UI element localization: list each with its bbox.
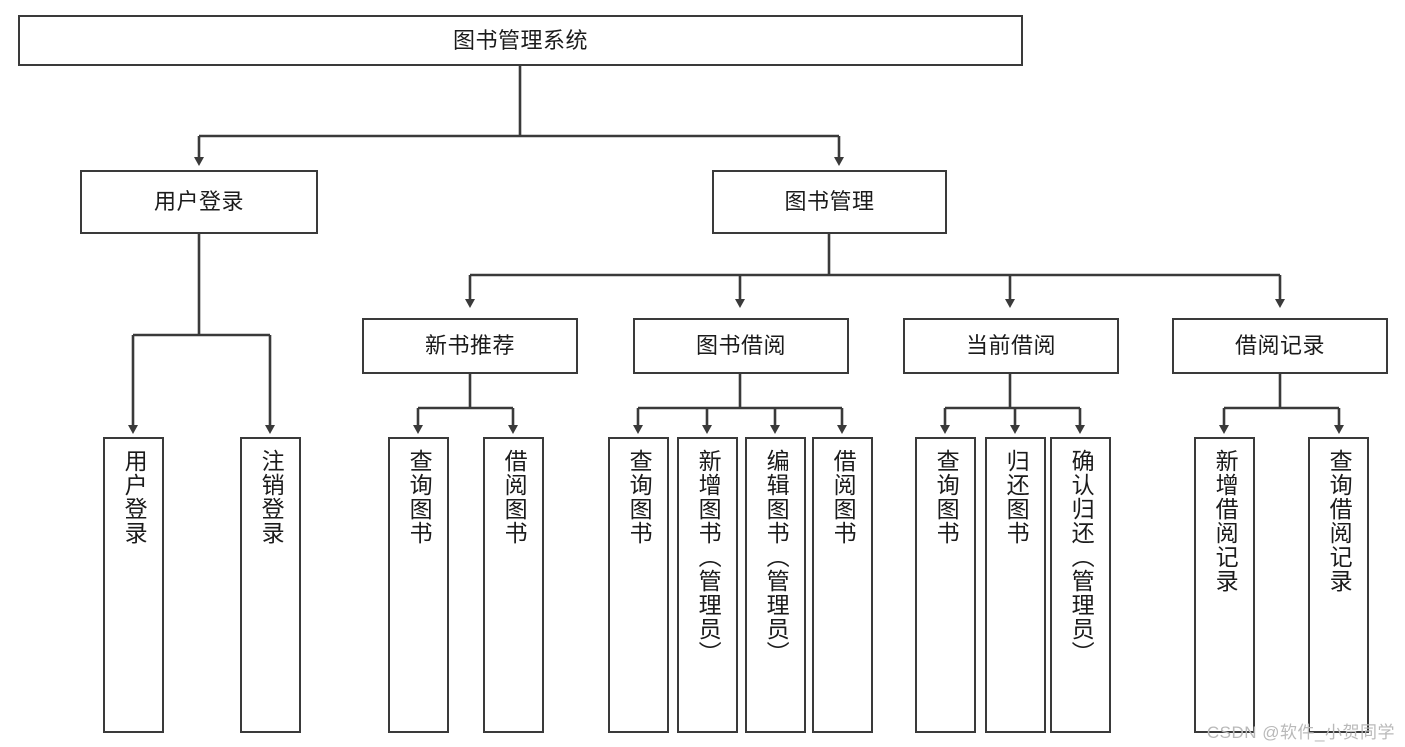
node-label: 用户登录 <box>153 189 244 215</box>
node-label: 图书管理 <box>784 189 875 215</box>
node-label: 确认归还（管理员） <box>1068 449 1095 665</box>
node-new-book-recommend[interactable]: 新书推荐 <box>362 318 578 374</box>
node-root-system[interactable]: 图书管理系统 <box>18 15 1023 66</box>
node-label: 借阅记录 <box>1234 333 1325 359</box>
leaf-current-borrow-confirm-return[interactable]: 确认归还（管理员） <box>1050 437 1111 733</box>
node-user-login[interactable]: 用户登录 <box>80 170 318 234</box>
leaf-book-borrow-borrow[interactable]: 借阅图书 <box>812 437 873 733</box>
node-label: 借阅图书 <box>830 449 857 545</box>
node-label: 查询图书 <box>406 449 433 545</box>
leaf-borrow-record-query[interactable]: 查询借阅记录 <box>1308 437 1369 733</box>
node-label: 查询借阅记录 <box>1326 449 1353 593</box>
leaf-current-borrow-query[interactable]: 查询图书 <box>915 437 976 733</box>
watermark-text: CSDN @软件_小贺同学 <box>1206 723 1395 742</box>
node-book-borrow[interactable]: 图书借阅 <box>633 318 849 374</box>
leaf-new-book-query[interactable]: 查询图书 <box>388 437 449 733</box>
node-book-management[interactable]: 图书管理 <box>712 170 947 234</box>
leaf-book-borrow-edit[interactable]: 编辑图书（管理员） <box>745 437 806 733</box>
node-label: 查询图书 <box>933 449 960 545</box>
leaf-book-borrow-add[interactable]: 新增图书（管理员） <box>677 437 738 733</box>
node-label: 图书管理系统 <box>452 27 588 53</box>
node-label: 用户登录 <box>121 449 148 545</box>
node-label: 编辑图书（管理员） <box>763 449 790 665</box>
node-label: 新增借阅记录 <box>1212 449 1239 593</box>
node-label: 新增图书（管理员） <box>695 449 722 665</box>
leaf-user-login-logout[interactable]: 注销登录 <box>240 437 301 733</box>
node-label: 图书借阅 <box>695 333 786 359</box>
node-current-borrow[interactable]: 当前借阅 <box>903 318 1119 374</box>
leaf-user-login-login[interactable]: 用户登录 <box>103 437 164 733</box>
node-label: 新书推荐 <box>424 333 515 359</box>
leaf-new-book-borrow[interactable]: 借阅图书 <box>483 437 544 733</box>
node-label: 归还图书 <box>1003 449 1030 545</box>
leaf-borrow-record-add[interactable]: 新增借阅记录 <box>1194 437 1255 733</box>
leaf-book-borrow-query[interactable]: 查询图书 <box>608 437 669 733</box>
node-label: 注销登录 <box>258 449 285 545</box>
node-label: 当前借阅 <box>965 333 1056 359</box>
node-label: 借阅图书 <box>501 449 528 545</box>
node-label: 查询图书 <box>626 449 653 545</box>
leaf-current-borrow-return[interactable]: 归还图书 <box>985 437 1046 733</box>
node-borrow-record[interactable]: 借阅记录 <box>1172 318 1388 374</box>
